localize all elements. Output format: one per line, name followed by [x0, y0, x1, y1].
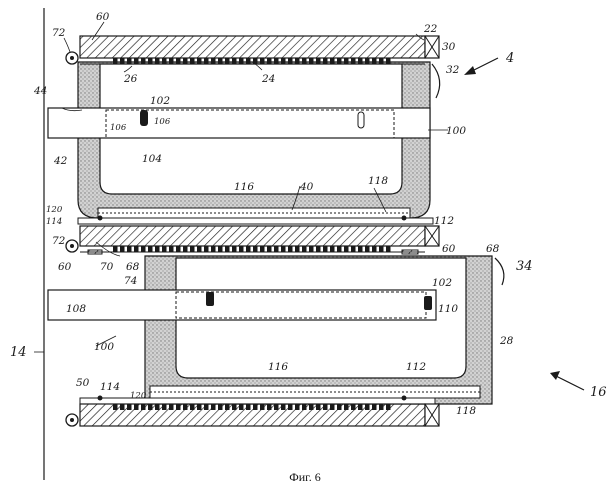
lower-handle-bar	[48, 290, 436, 320]
label-68-right: 68	[486, 243, 500, 255]
label-26: 26	[123, 73, 138, 85]
label-72-mid: 72	[52, 235, 66, 247]
lower-lock-button	[206, 292, 214, 306]
label-108: 108	[66, 303, 86, 315]
label-100-lower: 100	[94, 341, 114, 353]
label-34: 34	[516, 259, 533, 274]
label-106-left: 106	[110, 123, 127, 133]
mid-rail	[80, 226, 425, 246]
label-100-upper: 100	[446, 125, 466, 137]
label-70: 70	[100, 261, 114, 273]
arrow-16	[550, 371, 584, 390]
upper-teeth	[112, 58, 392, 64]
label-4: 4	[505, 51, 514, 66]
label-112-lower: 112	[406, 361, 426, 373]
figure-caption: Фиг. 6	[0, 470, 610, 485]
label-116-upper: 116	[234, 181, 254, 193]
lower-hook	[495, 258, 504, 285]
upper-lock-button	[140, 110, 148, 126]
label-112-upper: 112	[434, 215, 454, 227]
label-68-left: 68	[126, 261, 140, 273]
lower-pin-left	[98, 396, 103, 401]
label-42: 42	[53, 155, 68, 167]
label-114-lower: 114	[100, 381, 120, 393]
label-60-low: 60	[58, 261, 72, 273]
upper-top-rail	[80, 36, 425, 58]
label-106-right: 106	[154, 117, 171, 127]
upper-base-plate	[78, 218, 433, 224]
lower-assembly	[48, 226, 504, 426]
label-120-lower: 120	[130, 391, 147, 401]
upper-lock-button-2	[358, 112, 364, 128]
label-24: 24	[261, 73, 275, 85]
label-14: 14	[10, 345, 27, 360]
label-102-upper: 102	[150, 95, 170, 107]
label-28: 28	[499, 335, 514, 347]
label-110: 110	[438, 303, 458, 315]
label-22: 22	[423, 23, 438, 35]
mid-latch-left	[88, 250, 102, 254]
label-74: 74	[124, 275, 137, 287]
label-44: 44	[33, 85, 47, 97]
mid-latch-right	[402, 250, 418, 254]
label-114-upper: 114	[46, 217, 62, 227]
upper-assembly	[48, 36, 440, 224]
label-118-upper: 118	[368, 175, 388, 187]
label-40: 40	[299, 181, 314, 193]
lower-lock-button-2	[424, 296, 432, 310]
label-116-lower: 116	[268, 361, 288, 373]
label-104: 104	[142, 153, 162, 165]
label-60-mid: 60	[442, 243, 456, 255]
label-32: 32	[446, 64, 460, 76]
label-30: 30	[442, 41, 456, 53]
label-118-lower: 118	[456, 405, 476, 417]
arrow-4	[464, 58, 498, 75]
label-50: 50	[76, 377, 90, 389]
label-60: 60	[96, 11, 110, 23]
label-120-upper: 120	[46, 205, 63, 215]
label-72: 72	[52, 27, 66, 39]
upper-handle-bar	[48, 108, 430, 138]
label-102-lower: 102	[432, 277, 452, 289]
upper-pin-left	[98, 216, 103, 221]
upper-pin-right	[402, 216, 407, 221]
upper-hook	[432, 64, 440, 98]
label-16: 16	[590, 385, 607, 400]
lower-pin-right	[402, 396, 407, 401]
